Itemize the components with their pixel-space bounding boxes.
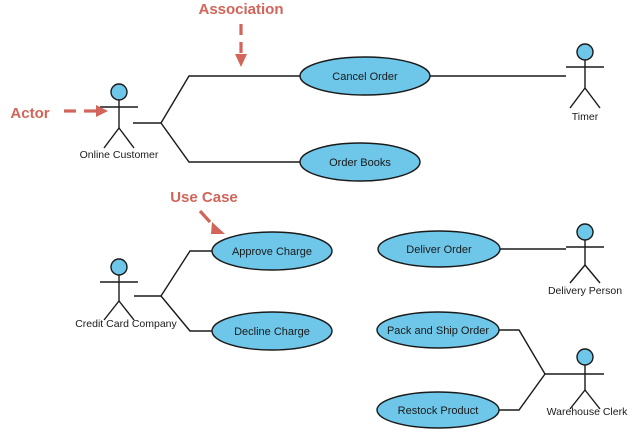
actor-leg-right-line [118, 127, 135, 149]
actor-online-customer[interactable]: Online Customer [80, 83, 159, 161]
actor-head-icon [110, 258, 128, 276]
actor-leg-right-line [118, 300, 135, 321]
assoc-credit-card-company-decline-charge[interactable] [160, 295, 213, 332]
use-cases: Cancel Order Order Books Approve Charge … [211, 56, 501, 429]
actor-leg-left-line [103, 300, 120, 321]
use-case-label: Approve Charge [232, 246, 312, 258]
annotation-label: Association [198, 1, 283, 18]
use-case-order-books[interactable]: Order Books [299, 142, 421, 182]
annotations: Actor Association Use Case [10, 1, 284, 234]
assoc-pack-and-ship-order-warehouse-clerk[interactable] [499, 329, 546, 375]
actor-leg-left-line [569, 389, 586, 410]
annotation-actor: Actor [10, 105, 108, 122]
use-case-approve-charge[interactable]: Approve Charge [211, 231, 333, 271]
annotation-arrow-right-icon [64, 105, 108, 117]
actor-label: Online Customer [80, 149, 159, 161]
use-case-restock-product[interactable]: Restock Product [376, 391, 500, 429]
actor-head-icon [110, 83, 128, 101]
use-case-ellipse[interactable] [376, 391, 500, 429]
actor-leg-right-line [584, 87, 601, 109]
assoc-online-customer-cancel-order[interactable] [160, 75, 301, 124]
annotation-label: Actor [10, 105, 49, 122]
actor-timer[interactable]: Timer [566, 43, 604, 123]
use-case-cancel-order[interactable]: Cancel Order [299, 56, 431, 96]
use-case-ellipse[interactable] [299, 142, 421, 182]
use-case-deliver-order[interactable]: Deliver Order [377, 230, 501, 268]
actor-warehouse-clerk[interactable]: Warehouse Clerk [547, 348, 628, 418]
actor-leg-left-line [569, 264, 586, 284]
actor-leg-left-line [569, 87, 586, 109]
actor-credit-card-company[interactable]: Credit Card Company [75, 258, 178, 330]
assoc-restock-product-warehouse-clerk[interactable] [499, 373, 546, 411]
use-case-label: Pack and Ship Order [387, 325, 489, 337]
use-case-ellipse[interactable] [211, 231, 333, 271]
assoc-credit-card-company-approve-charge[interactable] [160, 250, 213, 297]
use-case-ellipse[interactable] [299, 56, 431, 96]
actor-leg-right-line [584, 264, 601, 284]
annotation-association: Association [198, 1, 284, 67]
actor-label: Warehouse Clerk [547, 406, 628, 418]
actor-head-icon [576, 43, 594, 61]
use-case-ellipse[interactable] [377, 230, 501, 268]
use-case-ellipse[interactable] [376, 311, 500, 349]
use-case-label: Deliver Order [406, 244, 472, 256]
actors: Online Customer Timer Credit Card Compan… [75, 43, 628, 418]
actor-head-icon [576, 348, 594, 366]
use-case-pack-and-ship-order[interactable]: Pack and Ship Order [376, 311, 500, 349]
actor-head-icon [576, 223, 594, 241]
use-case-label: Decline Charge [234, 326, 310, 338]
actor-label: Delivery Person [548, 285, 622, 297]
annotation-arrow-down-icon [235, 24, 247, 67]
annotation-label: Use Case [170, 189, 238, 206]
actor-delivery-person[interactable]: Delivery Person [548, 223, 622, 297]
actor-leg-right-line [584, 389, 601, 410]
annotation-arrow-down-right-icon [198, 209, 225, 234]
actor-leg-left-line [103, 127, 120, 149]
use-case-label: Order Books [329, 157, 391, 169]
use-case-label: Cancel Order [332, 71, 398, 83]
use-case-label: Restock Product [398, 405, 479, 417]
association-lines [133, 75, 566, 411]
use-case-decline-charge[interactable]: Decline Charge [211, 311, 333, 351]
actor-label: Credit Card Company [75, 318, 177, 330]
annotation-use-case: Use Case [170, 189, 238, 234]
actor-label: Timer [572, 111, 599, 123]
assoc-online-customer-order-books[interactable] [160, 122, 301, 163]
use-case-ellipse[interactable] [211, 311, 333, 351]
